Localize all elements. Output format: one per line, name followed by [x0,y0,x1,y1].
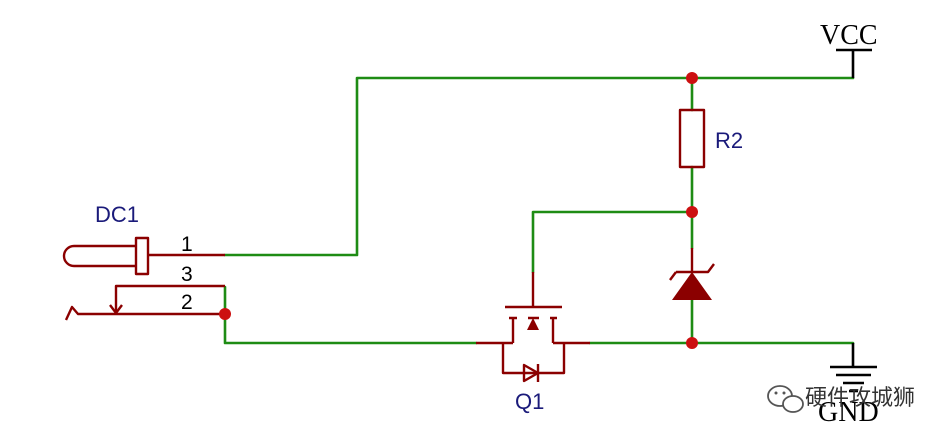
zener-diode [669,248,715,300]
vcc-label: VCC [820,20,878,51]
junctions [219,72,698,349]
wechat-logo-icon [767,385,804,413]
wire-vcc-rail [223,76,855,257]
dc1-pin-2-label: 2 [181,291,193,314]
resistor-r2: R2 [678,108,743,169]
dc1-pin-3-label: 3 [181,263,193,286]
dc-jack-dc1: DC1 1 3 2 [62,202,225,321]
dc1-pin-1-label: 1 [181,233,193,256]
r2-designator: R2 [715,128,743,153]
watermark-text: 硬件攻城狮 [805,386,915,411]
junction-dot [686,337,698,349]
body-diode-loop [501,343,566,375]
resistor-body [678,108,706,169]
dc-barrel [134,236,150,276]
wires [223,76,855,345]
zener-triangle [672,272,712,300]
gnd-symbol: GND [818,343,879,428]
watermark: 硬件攻城狮 [767,385,915,413]
wire-gate [531,210,694,274]
dc1-designator: DC1 [95,202,139,227]
zener-bar [676,263,715,274]
gnd-label: GND [818,397,879,428]
wire-dc-return [223,285,478,345]
mosfet-q1: Q1 [476,272,590,414]
junction-dot [686,206,698,218]
body-diode-triangle [522,363,540,383]
junction-dot [219,308,231,320]
q1-designator: Q1 [515,389,544,414]
vcc-symbol: VCC [820,20,878,78]
junction-dot [686,72,698,84]
